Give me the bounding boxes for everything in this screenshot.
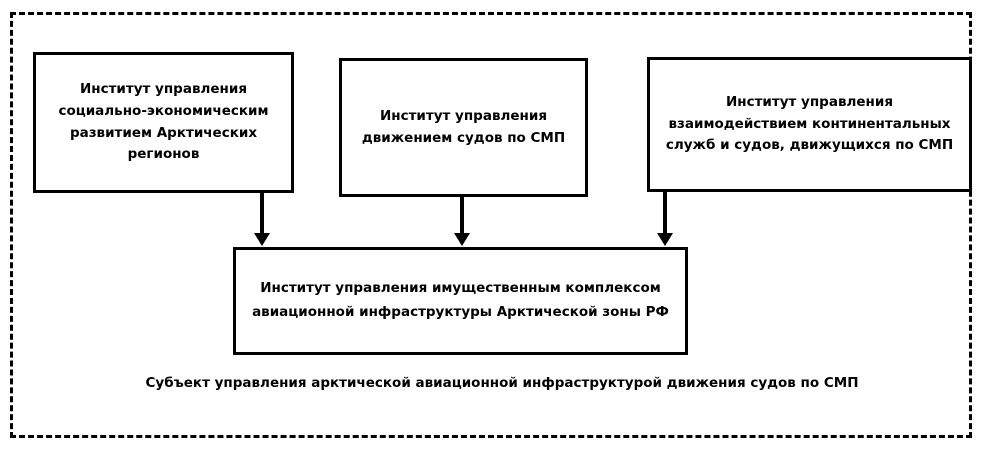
node-continental-services-interaction[interactable]: Институт управления взаимодействием конт…: [647, 57, 972, 192]
arrow-down-icon-social-to-property: [254, 193, 270, 248]
node-continental-services-interaction-label: Институт управления взаимодействием конт…: [665, 93, 954, 154]
node-social-economic-development[interactable]: Институт управления социально-экономичес…: [33, 52, 294, 193]
node-property-complex-management-label: Институт управления имущественным компле…: [252, 280, 669, 320]
node-social-economic-development-label: Институт управления социально-экономичес…: [58, 80, 269, 163]
arrow-shaft: [663, 192, 667, 235]
arrow-down-icon-interaction-to-property: [657, 192, 673, 248]
arrow-shaft: [460, 197, 464, 235]
node-vessel-traffic-management[interactable]: Институт управления движением судов по С…: [339, 58, 588, 197]
diagram-caption: Субъект управления арктической авиационн…: [145, 375, 859, 391]
arrow-head: [657, 233, 673, 246]
arrow-head: [454, 233, 470, 246]
node-property-complex-management[interactable]: Институт управления имущественным компле…: [233, 247, 688, 355]
node-vessel-traffic-management-label: Институт управления движением судов по С…: [361, 107, 566, 146]
outer-dashed-boundary: [10, 12, 972, 438]
arrow-head: [254, 233, 270, 246]
arrow-shaft: [260, 193, 264, 235]
arrow-down-icon-vessel-to-property: [454, 197, 470, 248]
